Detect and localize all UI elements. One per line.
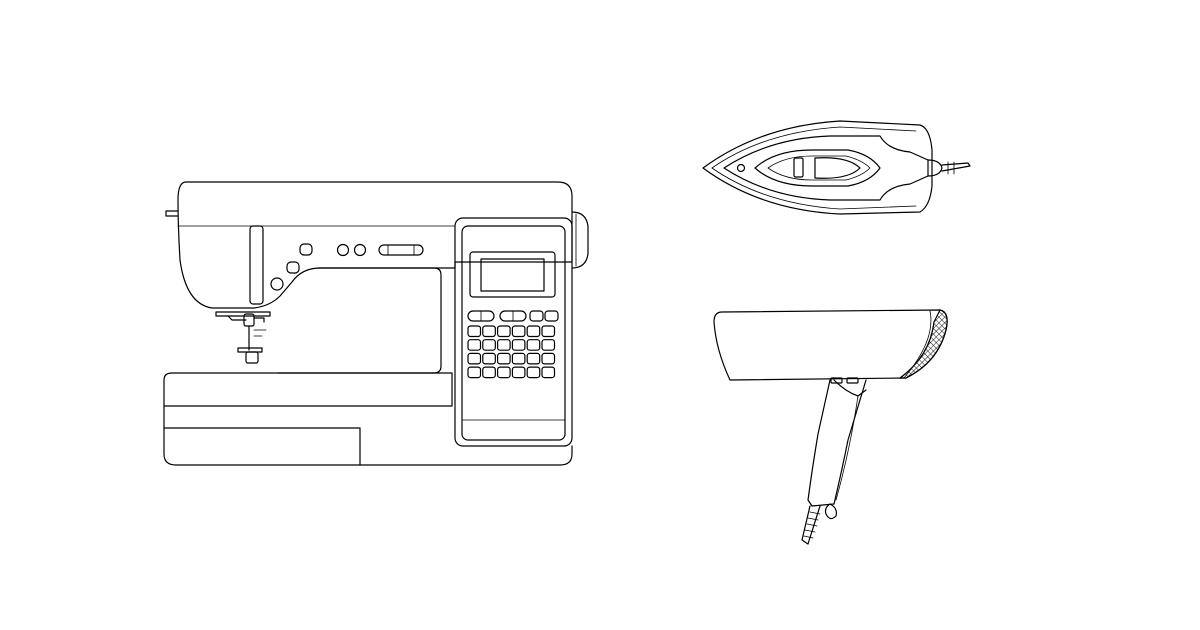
keypad-key <box>497 339 511 351</box>
lcd-screen <box>480 258 545 292</box>
stitch-button-3 <box>270 277 284 291</box>
keypad-key <box>497 366 511 379</box>
hair-dryer-icon <box>713 309 948 545</box>
keypad <box>467 310 559 322</box>
stitch-button-2 <box>286 261 300 274</box>
iron-body <box>723 135 929 201</box>
keypad-key <box>511 352 526 365</box>
dryer-cord <box>801 505 821 545</box>
keypad-key <box>467 325 482 338</box>
speed-button-2 <box>353 243 367 257</box>
keypad-key <box>541 339 556 351</box>
keypad-key <box>541 352 556 365</box>
keypad-grid <box>467 325 556 379</box>
keypad-key <box>541 325 556 338</box>
dryer-handle <box>807 379 867 507</box>
sewing-machine-base <box>163 372 453 407</box>
hand-wheel <box>571 211 589 269</box>
accessory-box <box>163 427 361 466</box>
sewing-machine-icon <box>163 181 589 466</box>
speed-button-1 <box>336 243 350 257</box>
sewing-machine-arm <box>177 181 573 309</box>
keypad-key <box>482 325 496 338</box>
dryer-switch-2 <box>846 377 859 384</box>
iron-steam-button <box>793 157 804 178</box>
free-arm <box>163 405 573 466</box>
keypad-key <box>467 339 482 351</box>
control-panel-inner <box>461 225 566 441</box>
keypad-key <box>497 352 511 365</box>
iron-rim <box>711 126 917 169</box>
lcd-screen-frame <box>469 251 556 298</box>
thread-take-up-knob <box>165 210 179 217</box>
keypad-key <box>467 352 482 365</box>
keypad-key <box>541 366 556 379</box>
keypad-key <box>526 366 541 379</box>
dryer-nozzle-grille <box>898 309 948 379</box>
keypad-key <box>482 352 496 365</box>
keypad-key <box>526 325 541 338</box>
stitch-button-1 <box>299 243 313 256</box>
keypad-key <box>482 339 496 351</box>
dryer-hang-loop <box>824 503 837 520</box>
needle-bar-housing <box>249 225 264 305</box>
presser-foot-assembly <box>215 311 271 364</box>
keypad-key <box>497 325 511 338</box>
keypad-key <box>526 352 541 365</box>
keypad-key <box>526 339 541 351</box>
iron-handle <box>754 149 881 187</box>
keypad-key <box>482 366 496 379</box>
control-panel-outer <box>454 217 573 447</box>
machine-throat <box>277 267 442 374</box>
iron-icon <box>702 120 971 215</box>
iron-cord <box>941 162 971 172</box>
keypad-key <box>511 339 526 351</box>
iron-tip-hole <box>736 163 746 173</box>
speed-slider <box>378 244 424 256</box>
keypad-key <box>511 325 526 338</box>
iron-soleplate <box>702 120 933 215</box>
keypad-key <box>511 366 526 379</box>
keypad-key <box>467 366 482 379</box>
iron-cord-guard <box>927 159 943 177</box>
